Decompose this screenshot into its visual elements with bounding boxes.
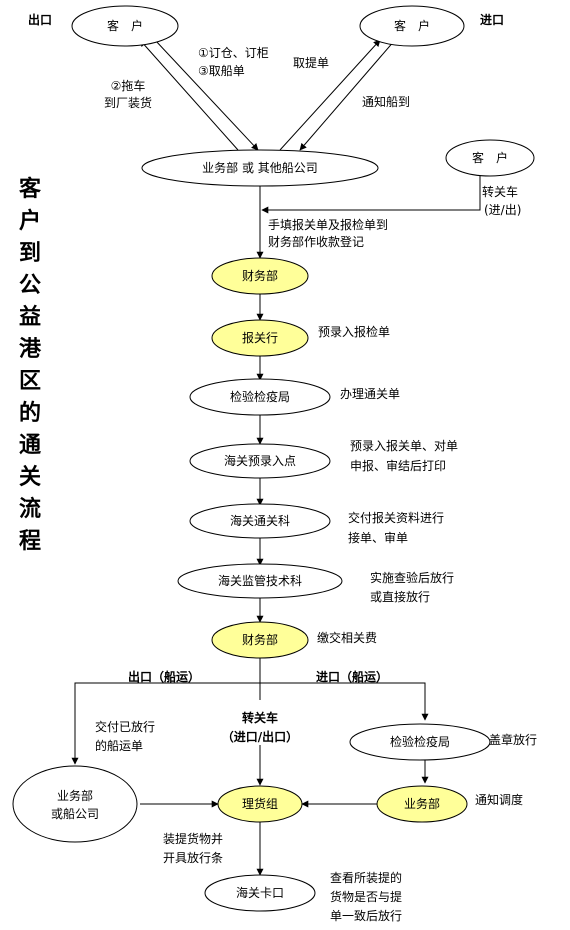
label-import-ship: 进口（船运） xyxy=(316,669,388,684)
label-deliver-docs-2: 接单、审单 xyxy=(348,530,408,545)
svg-text:海关通关科: 海关通关科 xyxy=(230,513,290,528)
node-customs-supervision: 海关监管技术科 xyxy=(177,563,343,599)
node-inspection-2: 检验检疫局 xyxy=(349,723,491,761)
label-notify-dispatch: 通知调度 xyxy=(475,792,523,807)
edge-client-mid-transit xyxy=(261,172,481,214)
edge-business-to-client-right xyxy=(279,39,381,151)
node-business-or-shipping: 业务部 或船公司 xyxy=(12,765,138,843)
svg-text:检验检疫局: 检验检疫局 xyxy=(230,389,290,404)
side-title-char: 公 xyxy=(19,272,41,298)
label-export-ship: 出口（船运） xyxy=(128,669,200,684)
label-check-goods-1: 查看所装提的 xyxy=(330,870,402,885)
svg-text:客 户: 客 户 xyxy=(394,18,430,33)
export-corner-label: 出口 xyxy=(28,12,52,27)
edge-client-left-to-business xyxy=(154,39,259,151)
import-corner-label: 进口 xyxy=(480,12,504,27)
side-title-char: 程 xyxy=(19,528,41,554)
svg-text:客 户: 客 户 xyxy=(472,150,508,165)
label-pay-fees: 缴交相关费 xyxy=(317,630,377,645)
label-get-shipping-order: ③取船单 xyxy=(198,64,245,78)
node-customs-clearance: 海关通关科 xyxy=(189,503,331,539)
node-client-left: 客 户 xyxy=(71,5,179,47)
label-inspect-release-1: 实施查验后放行 xyxy=(370,570,454,585)
svg-text:理货组: 理货组 xyxy=(242,796,278,811)
edge-business-to-client-left xyxy=(139,39,239,151)
node-client-mid: 客 户 xyxy=(445,139,535,177)
side-title-char: 的 xyxy=(19,400,41,426)
node-finance-2: 财务部 xyxy=(211,621,309,659)
node-customs-gate: 海关卡口 xyxy=(204,874,316,912)
svg-text:海关预录入点: 海关预录入点 xyxy=(224,453,296,468)
side-title-char: 港 xyxy=(19,336,42,362)
svg-text:或船公司: 或船公司 xyxy=(51,807,99,821)
edge-import-branch xyxy=(400,682,429,721)
label-notify-arrival: 通知船到 xyxy=(362,95,410,109)
svg-text:报关行: 报关行 xyxy=(242,330,278,345)
label-deliver-docs-1: 交付报关资料进行 xyxy=(348,510,444,525)
edge-export-branch xyxy=(71,682,120,765)
svg-text:检验检疫局: 检验检疫局 xyxy=(390,734,450,749)
side-title-char: 到 xyxy=(19,240,41,266)
side-title-char: 客 xyxy=(19,176,42,202)
svg-text:财务部: 财务部 xyxy=(242,632,278,647)
svg-text:海关卡口: 海关卡口 xyxy=(236,885,284,900)
edges xyxy=(71,39,481,876)
node-tally-team: 理货组 xyxy=(217,785,303,823)
label-tow-truck-1: ②拖车 xyxy=(111,78,146,93)
label-fill-declaration-1: 手填报关单及报检单到 xyxy=(268,217,388,232)
label-book-cabin: ①订仓、订柜 xyxy=(198,46,269,60)
node-finance-1: 财务部 xyxy=(211,257,309,295)
side-title-char: 户 xyxy=(19,208,41,234)
svg-text:财务部: 财务部 xyxy=(242,268,278,283)
svg-text:客 户: 客 户 xyxy=(107,18,143,33)
label-fill-declaration-2: 财务部作收款登记 xyxy=(268,234,364,249)
label-load-goods-2: 开具放行条 xyxy=(163,850,223,865)
label-pre-entry-declaration-2: 申报、审结后打印 xyxy=(350,458,446,473)
label-tow-truck-2: 到厂装货 xyxy=(104,95,152,110)
side-title-char: 益 xyxy=(19,304,41,330)
side-title-char: 通 xyxy=(19,432,41,458)
svg-text:业务部: 业务部 xyxy=(404,796,440,811)
edge-client-right-to-business xyxy=(299,39,396,151)
label-transit-car-center-2: （进口/出口） xyxy=(222,729,298,744)
svg-text:业务部 或 其他船公司: 业务部 或 其他船公司 xyxy=(202,160,318,175)
label-check-goods-3: 单一致后放行 xyxy=(330,908,402,923)
node-business-dept: 业务部 或 其他船公司 xyxy=(141,149,379,187)
node-customs-preentry: 海关预录入点 xyxy=(189,443,331,479)
label-get-bill: 取提单 xyxy=(293,55,329,70)
node-client-right: 客 户 xyxy=(359,5,465,47)
label-transit-car-1: 转关车 xyxy=(482,184,518,199)
svg-text:海关监管技术科: 海关监管技术科 xyxy=(218,573,302,588)
label-handle-clearance: 办理通关单 xyxy=(340,386,400,401)
label-pre-entry-declaration-1: 预录入报关单、对单 xyxy=(350,438,458,453)
node-customs-broker: 报关行 xyxy=(211,319,309,357)
svg-text:业务部: 业务部 xyxy=(57,788,93,803)
node-business-dept-2: 业务部 xyxy=(376,785,468,823)
label-check-goods-2: 货物是否与提 xyxy=(330,889,402,904)
side-title-char: 流 xyxy=(19,496,41,522)
label-stamp-release: 盖章放行 xyxy=(489,732,537,747)
label-load-goods-1: 装提货物并 xyxy=(163,831,223,846)
side-title-char: 区 xyxy=(19,368,41,394)
label-delivered-bill-2: 的船运单 xyxy=(95,738,143,753)
label-delivered-bill-1: 交付已放行 xyxy=(95,719,155,734)
label-transit-car-2: (进/出) xyxy=(484,203,521,217)
label-pre-entry-inspection: 预录入报检单 xyxy=(318,324,390,339)
label-inspect-release-2: 或直接放行 xyxy=(370,589,430,604)
node-inspection-1: 检验检疫局 xyxy=(189,378,331,416)
side-title-char: 关 xyxy=(19,464,41,490)
label-transit-car-center-1: 转关车 xyxy=(242,710,278,725)
